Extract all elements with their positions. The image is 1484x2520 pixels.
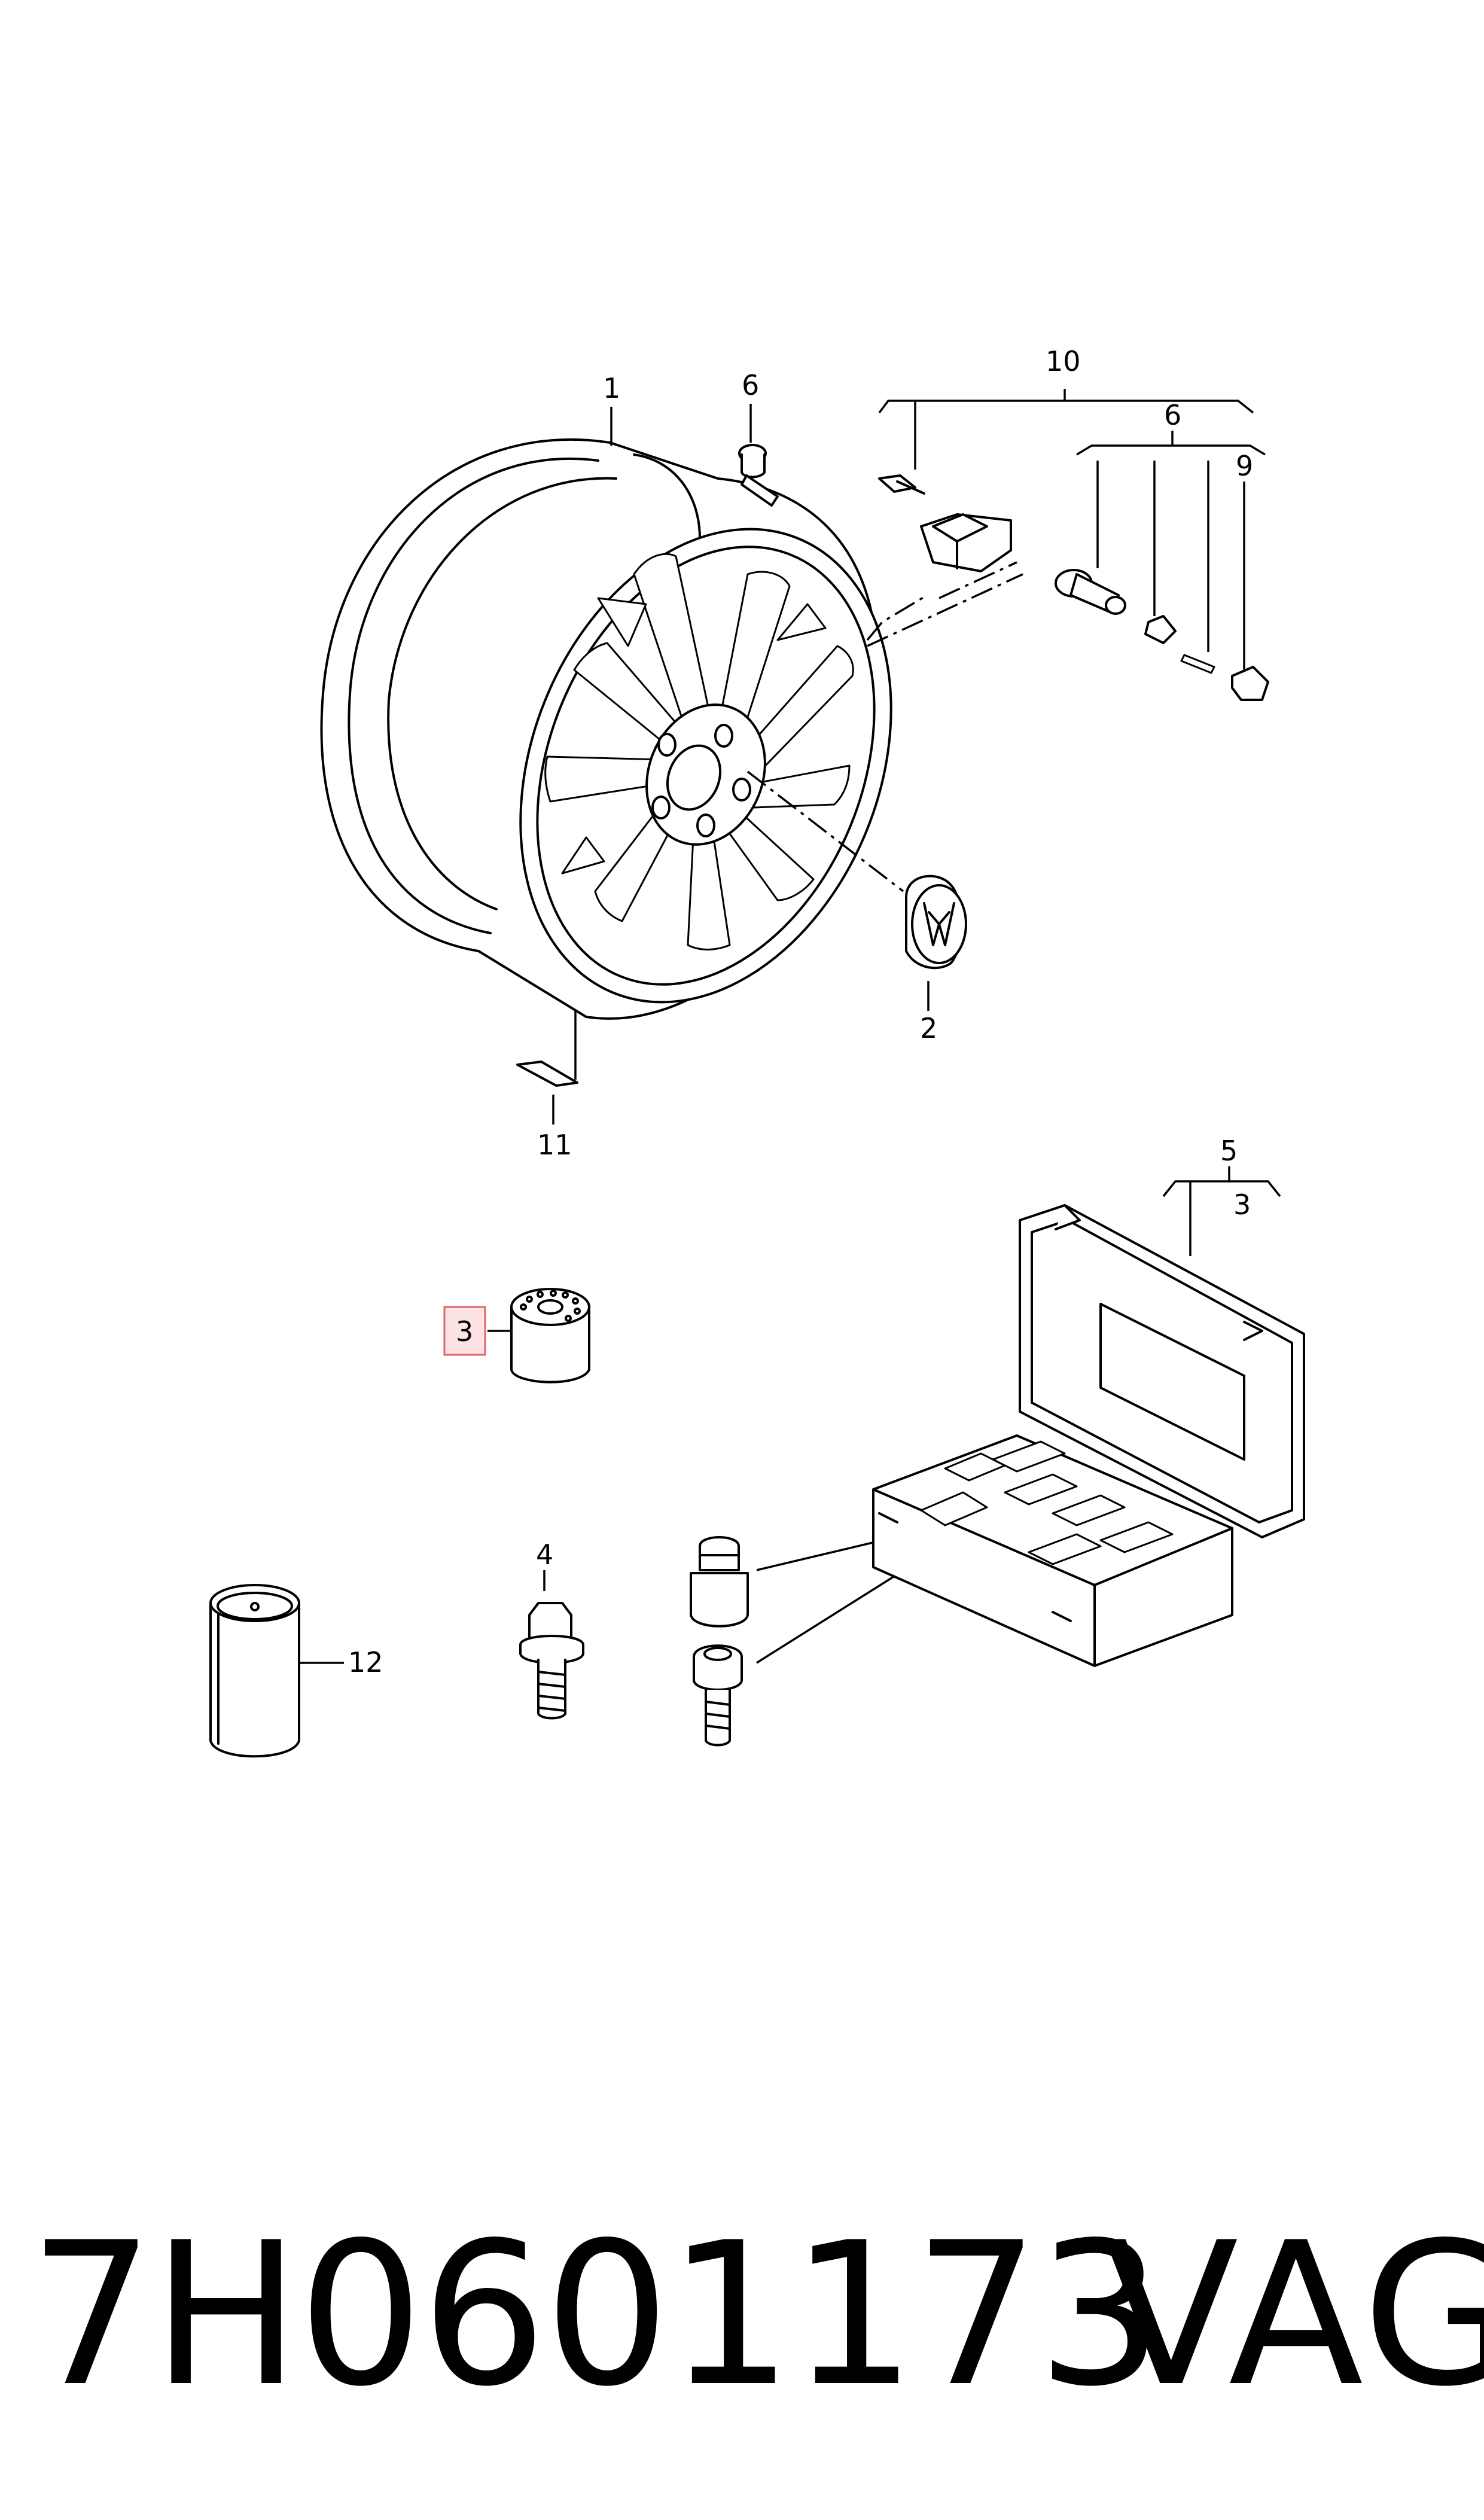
callout-1[interactable]: 1 [603,372,620,404]
callout-highlight-box [443,1306,486,1356]
brand-label: VAG [1104,2200,1484,2430]
valve-cap[interactable] [1231,666,1269,701]
callout-6-valve-set[interactable]: 6 [1164,399,1181,431]
tire-valve[interactable] [738,444,779,507]
callout-4[interactable]: 4 [536,1538,553,1571]
wheel-bolt[interactable] [519,1602,584,1720]
tpms-sensor[interactable] [878,474,1012,572]
lock-socket[interactable] [690,1536,749,1628]
lock-adapter[interactable] [510,1288,590,1384]
part-number: 7H0601173 [29,2200,1163,2430]
callout-2[interactable]: 2 [920,1012,937,1044]
callout-12[interactable]: 12 [348,1646,383,1678]
valve-stem[interactable] [1055,569,1126,615]
alloy-wheel[interactable] [320,438,958,1058]
valve-nut[interactable] [1144,615,1177,644]
callout-9[interactable]: 9 [1236,450,1253,482]
callout-3-highlighted[interactable]: 3 [456,1315,473,1348]
lock-bolt[interactable] [693,1644,743,1747]
callout-6-valve[interactable]: 6 [742,369,759,401]
callout-leaders [299,389,1281,1664]
lock-set-case[interactable] [872,1204,1305,1667]
center-cap[interactable] [905,874,967,970]
callout-5[interactable]: 5 [1220,1135,1238,1167]
tyre-sealant-can[interactable] [209,1584,300,1758]
valve-core[interactable] [1180,654,1215,674]
balance-weight[interactable] [516,1061,578,1087]
callout-11[interactable]: 11 [537,1129,572,1161]
callout-3-set[interactable]: 3 [1233,1189,1251,1221]
callout-10[interactable]: 10 [1046,345,1081,377]
